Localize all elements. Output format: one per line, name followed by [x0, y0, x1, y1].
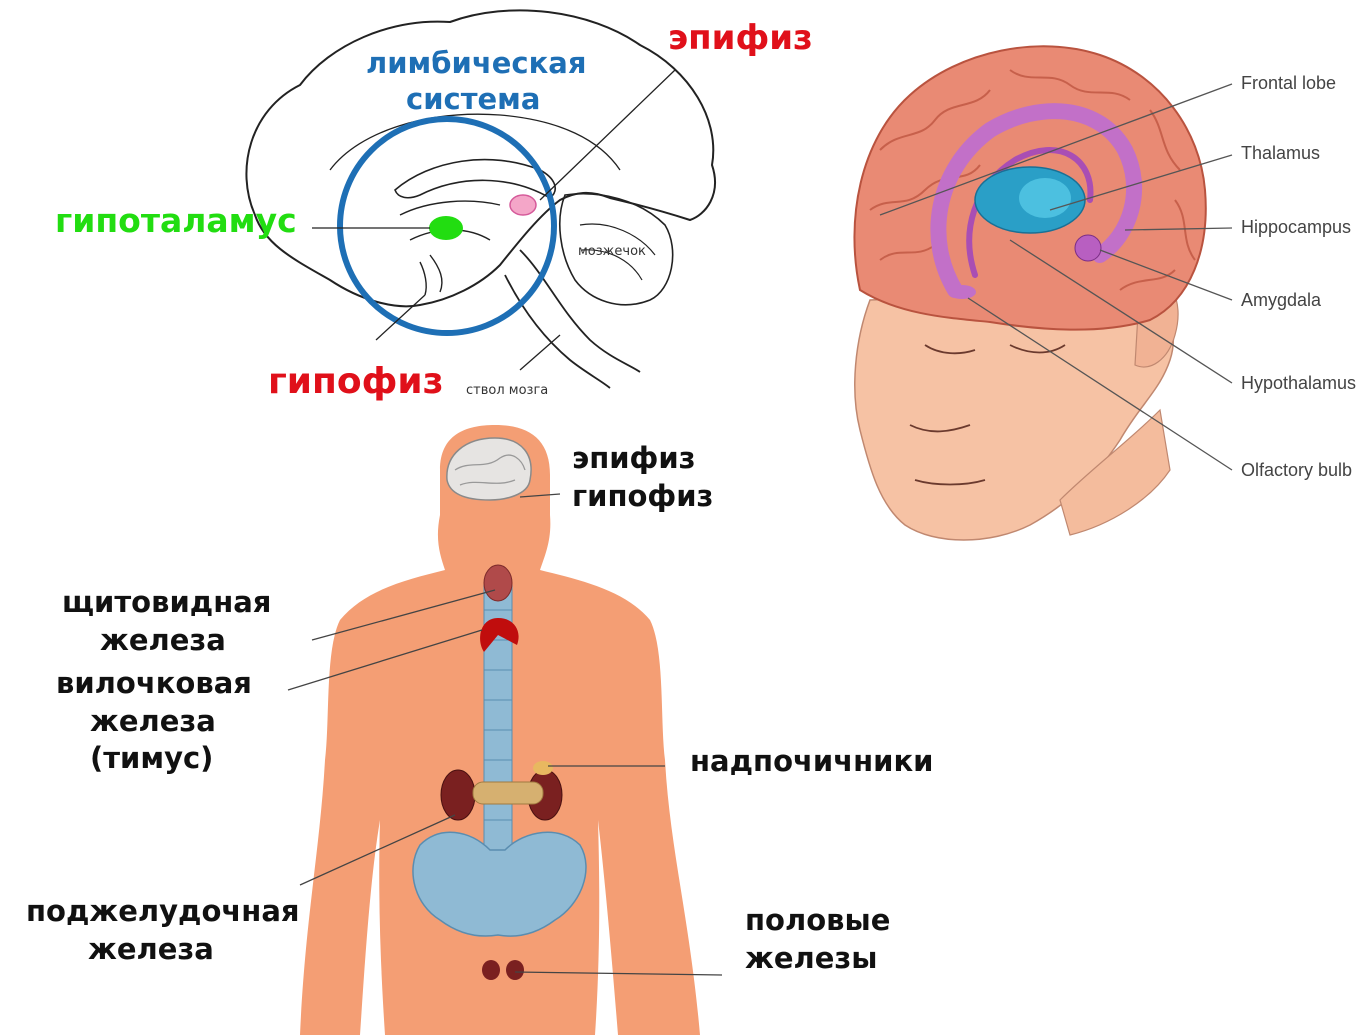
hippocampus-label: Hippocampus — [1241, 217, 1352, 237]
adrenals-label: надпочичники — [690, 744, 934, 778]
hypothalamus-label: гипоталамус — [55, 201, 297, 240]
olfactory-bulb-label: Olfactory bulb — [1241, 460, 1353, 480]
gonad-right — [506, 960, 524, 980]
brain-outline — [245, 9, 716, 308]
face-skin — [854, 289, 1174, 541]
pituitary-label-top: гипофиз — [268, 361, 444, 402]
thymus-gland — [480, 618, 519, 652]
brainstem-label: ствол мозга — [466, 383, 549, 398]
cerebellum-label: мозжечок — [578, 244, 646, 259]
thymus-label-line1: вилочковая — [56, 666, 252, 700]
limbic-hippocampus — [966, 147, 1094, 278]
pelvis — [412, 831, 587, 937]
epiphysis-marker — [509, 194, 537, 216]
body-illustration — [300, 425, 700, 1035]
cingulate-sulcus — [329, 113, 621, 171]
hypothalamus-marker — [429, 216, 463, 240]
thalamus-label: Thalamus — [1241, 143, 1321, 163]
top-left-leader-lines — [312, 69, 676, 371]
top-right-leader-lines — [879, 83, 1233, 471]
cerebellum-outline — [559, 192, 674, 306]
brain-sagittal-section — [245, 9, 716, 389]
left-kidney — [440, 769, 476, 821]
brainstem-outline — [504, 249, 641, 389]
limbic-system-label-line2: система — [406, 82, 541, 116]
brain-gyri — [869, 69, 1196, 291]
limbic-system-label-line1: лимбическая — [366, 46, 587, 80]
corpus-callosum — [394, 158, 556, 199]
face-features — [909, 344, 1066, 486]
neck — [1059, 408, 1171, 536]
frontal-lobe-label: Frontal lobe — [1241, 73, 1337, 93]
epiphysis-label-body: эпифиз — [572, 441, 696, 475]
thalamus-highlight — [1019, 178, 1071, 218]
pancreas-label-line2: железа — [88, 932, 214, 966]
limbic-system-circle — [337, 116, 557, 336]
gonads-label-line1: половые — [745, 903, 891, 937]
thyroid-label-line2: железа — [100, 623, 226, 657]
limbic-fornix — [930, 103, 1143, 298]
gonad-left — [482, 960, 500, 980]
pancreas-label-line1: поджелудочная — [26, 894, 300, 928]
amygdala — [1074, 234, 1102, 262]
gonads-label-line2: железы — [745, 941, 878, 975]
olfactory-bulb — [948, 285, 976, 299]
pituitary-label-body: гипофиз — [572, 479, 714, 513]
head-illustration — [853, 45, 1207, 541]
thyroid-label-line1: щитовидная — [62, 585, 272, 619]
thymus-label-line2: железа — [90, 704, 216, 738]
thyroid-gland — [483, 564, 513, 602]
thymus-label-line3: (тимус) — [90, 741, 214, 775]
pancreas — [472, 781, 544, 805]
amygdala-label: Amygdala — [1241, 290, 1322, 310]
hypothalamus-label-en: Hypothalamus — [1241, 373, 1357, 393]
adrenal-gland — [533, 761, 553, 775]
body-leader-lines — [287, 493, 723, 976]
epiphysis-label-top: эпифиз — [668, 18, 813, 58]
brain-in-head — [446, 437, 532, 501]
